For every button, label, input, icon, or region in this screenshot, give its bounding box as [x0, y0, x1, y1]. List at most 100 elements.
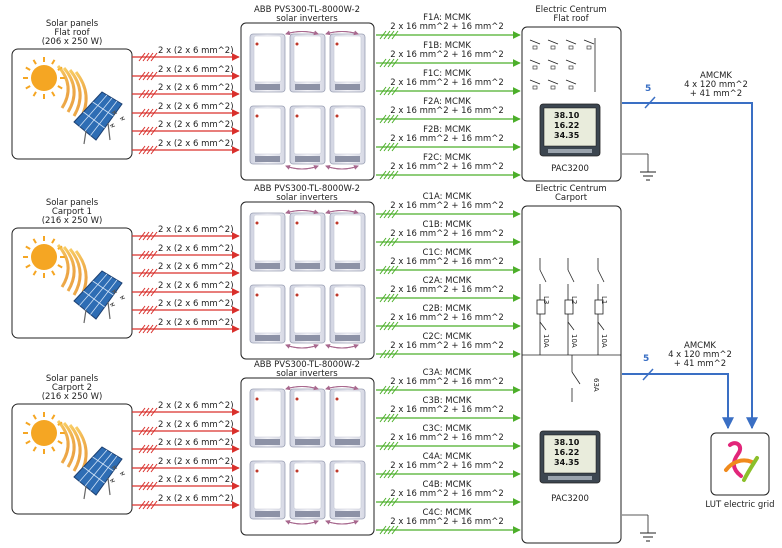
feeder-cable-spec: 2 x 16 mm^2 + 16 mm^2 [390, 285, 504, 295]
dc-cable: 2 x (2 x 6 mm^2) [132, 262, 240, 278]
meter-reading: 16.22 [554, 448, 579, 457]
dc-cable-label: 2 x (2 x 6 mm^2) [158, 299, 234, 309]
feeder-name: C1B: MCMK [423, 220, 472, 230]
feeder-name: C3B: MCMK [423, 396, 472, 406]
earth-symbol [622, 153, 656, 181]
dc-cable-label: 2 x (2 x 6 mm^2) [158, 457, 234, 467]
dc-cable-label: 2 x (2 x 6 mm^2) [158, 139, 234, 149]
inverter-unit [329, 460, 366, 520]
dc-cable: 2 x (2 x 6 mm^2) [132, 139, 240, 155]
dc-cable: 2 x (2 x 6 mm^2) [132, 120, 240, 136]
feeder-name: C2C: MCMK [422, 332, 471, 342]
main-fuse-label: 63A [592, 378, 600, 392]
dc-cable: 2 x (2 x 6 mm^2) [132, 244, 240, 260]
conductor-count: 5 [643, 354, 649, 364]
dc-cable-label: 2 x (2 x 6 mm^2) [158, 120, 234, 130]
panel-title-line: (206 x 250 W) [42, 37, 103, 47]
panel-title-line: Solar panels [46, 19, 99, 29]
grid-box [710, 432, 770, 496]
meter-label: PAC3200 [551, 164, 589, 174]
cable-tick [642, 368, 654, 381]
phase-label: L1 [600, 296, 608, 304]
inverter-title-line: ABB PVS300-TL-8000W-2 [254, 184, 360, 194]
feeder-name: C1C: MCMK [422, 248, 471, 258]
dc-cable: 2 x (2 x 6 mm^2) [132, 438, 240, 454]
inverter-title-line: solar inverters [276, 369, 338, 379]
panel-title-line: (216 x 250 W) [42, 216, 103, 226]
inverter-unit [289, 33, 326, 93]
cable-spec-line-3: + 41 mm^2 [690, 89, 742, 99]
inverter-link-arrow [325, 385, 359, 391]
fuse-label: 10A [570, 334, 578, 348]
feeder-cable-spec: 2 x 16 mm^2 + 16 mm^2 [390, 377, 504, 387]
inverter-bank [240, 22, 375, 181]
panel-title-line: Solar panels [46, 374, 99, 384]
cable-spec-line-2: 4 x 120 mm^2 [684, 80, 748, 90]
cable-tick [644, 96, 656, 109]
dc-cable-label: 2 x (2 x 6 mm^2) [158, 262, 234, 272]
panel-title-line: (216 x 250 W) [42, 392, 103, 402]
dc-cable: 2 x (2 x 6 mm^2) [132, 494, 240, 510]
main-feed-2: 5 AMCMK 4 x 120 mm^2 + 41 mm^2 [622, 341, 734, 430]
feeder-name: F1C: MCMK [423, 69, 471, 79]
pv-module-icon [73, 270, 123, 324]
dc-cable: 2 x (2 x 6 mm^2) [132, 401, 240, 417]
inverter-unit [329, 105, 366, 165]
meter-reading: 16.22 [554, 121, 579, 130]
feeder-cable-spec: 2 x 16 mm^2 + 16 mm^2 [390, 517, 504, 527]
feeder-cable-spec: 2 x 16 mm^2 + 16 mm^2 [390, 433, 504, 443]
lut-logo [724, 441, 759, 482]
main-feed-cable [622, 373, 734, 430]
dc-cable: 2 x (2 x 6 mm^2) [132, 457, 240, 473]
meter-reading: 34.35 [554, 458, 580, 467]
inverter-unit [329, 388, 366, 448]
feeder-cable-spec: 2 x 16 mm^2 + 16 mm^2 [390, 201, 504, 211]
inverter-unit [249, 33, 286, 93]
dc-cable-label: 2 x (2 x 6 mm^2) [158, 494, 234, 504]
inverter-link-arrow [285, 165, 319, 170]
feeder-cable-spec: 2 x 16 mm^2 + 16 mm^2 [390, 106, 504, 116]
feeder-name: F2C: MCMK [423, 153, 471, 163]
inverter-link-arrow [285, 30, 319, 36]
dc-cable: 2 x (2 x 6 mm^2) [132, 475, 240, 491]
dc-cable: 2 x (2 x 6 mm^2) [132, 299, 240, 315]
inverter-title-line: solar inverters [276, 193, 338, 203]
solar-panel-illustration [11, 48, 133, 160]
inverter-unit [249, 105, 286, 165]
fuse-label: 10A [600, 334, 608, 348]
feeder-cable-spec: 2 x 16 mm^2 + 16 mm^2 [390, 22, 504, 32]
phase-label: L3 [542, 296, 550, 304]
feeder-cable-spec: 2 x 16 mm^2 + 16 mm^2 [390, 134, 504, 144]
panel-title-line: Solar panels [46, 198, 99, 208]
switchgear-schematic [529, 38, 596, 92]
feeder-name: C3A: MCMK [423, 368, 472, 378]
feeder-cable-spec: 2 x 16 mm^2 + 16 mm^2 [390, 50, 504, 60]
inverter-title-line: ABB PVS300-TL-8000W-2 [254, 360, 360, 370]
panel-title-line: Flat roof [54, 28, 90, 38]
feeder-name: C4C: MCMK [422, 508, 471, 518]
feeder-cable-spec: 2 x 16 mm^2 + 16 mm^2 [390, 78, 504, 88]
feeder-cable-spec: 2 x 16 mm^2 + 16 mm^2 [390, 341, 504, 351]
feeder-name: F2A: MCMK [423, 97, 471, 107]
pv-module-icon [73, 91, 123, 145]
inverter-unit [329, 284, 366, 344]
feeder-cable-spec: 2 x 16 mm^2 + 16 mm^2 [390, 489, 504, 499]
meter-reading: 34.35 [554, 131, 580, 140]
inverter-link-arrow [285, 344, 319, 349]
inverter-bank [240, 201, 375, 360]
feeder-cable-spec: 2 x 16 mm^2 + 16 mm^2 [390, 229, 504, 239]
solar-panel-illustration [11, 403, 133, 515]
dc-cable: 2 x (2 x 6 mm^2) [132, 102, 240, 118]
grid-connection: LUT electric grid [705, 432, 775, 510]
earth-symbol [622, 514, 656, 542]
